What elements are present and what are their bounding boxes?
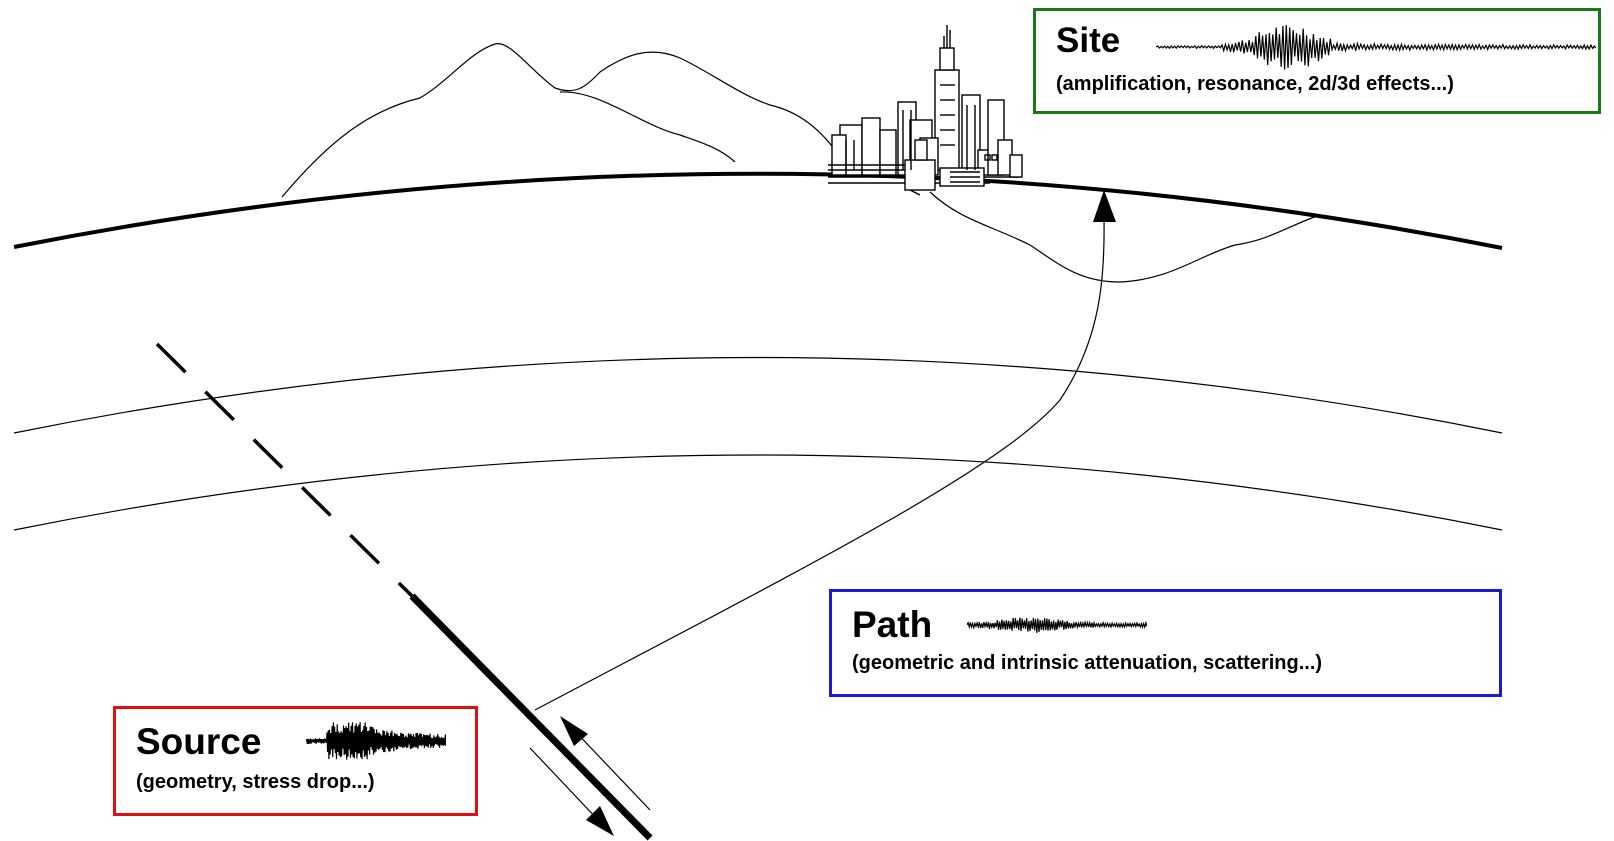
fault-rupture-line — [409, 593, 653, 841]
ray-path — [534, 217, 1105, 711]
source-label-box: Source (geometry, stress drop...) — [113, 706, 478, 816]
ground-surface-line — [13, 171, 1503, 250]
crust-layer-2 — [13, 454, 1503, 531]
sediment-basin-outline — [929, 191, 1321, 283]
site-title: Site — [1056, 21, 1121, 60]
site-subtitle: (amplification, resonance, 2d/3d effects… — [1056, 73, 1454, 95]
source-seismogram-icon — [306, 722, 446, 760]
ray-arrowhead — [1093, 190, 1116, 222]
path-title: Path — [852, 604, 933, 645]
slip-arrowhead-down — [586, 806, 614, 836]
source-title: Source — [136, 721, 262, 762]
source-subtitle: (geometry, stress drop...) — [136, 771, 375, 793]
path-seismogram-icon — [967, 617, 1147, 633]
mountain-inner-ridge — [559, 91, 736, 163]
site-label-box: Site (amplification, resonance, 2d/3d ef… — [1033, 8, 1601, 114]
path-label-box: Path (geometric and intrinsic attenuatio… — [829, 589, 1502, 697]
slip-arrow-up — [571, 727, 651, 811]
site-seismogram-icon — [1156, 24, 1596, 70]
fault-dashed-line — [155, 342, 414, 598]
city-skyline — [828, 25, 1023, 196]
slip-arrow-down — [529, 747, 601, 823]
slip-arrowhead-up — [560, 716, 588, 746]
path-subtitle: (geometric and intrinsic attenuation, sc… — [852, 652, 1323, 674]
mountain-outline — [281, 43, 836, 198]
crust-layer-1 — [13, 356, 1503, 434]
